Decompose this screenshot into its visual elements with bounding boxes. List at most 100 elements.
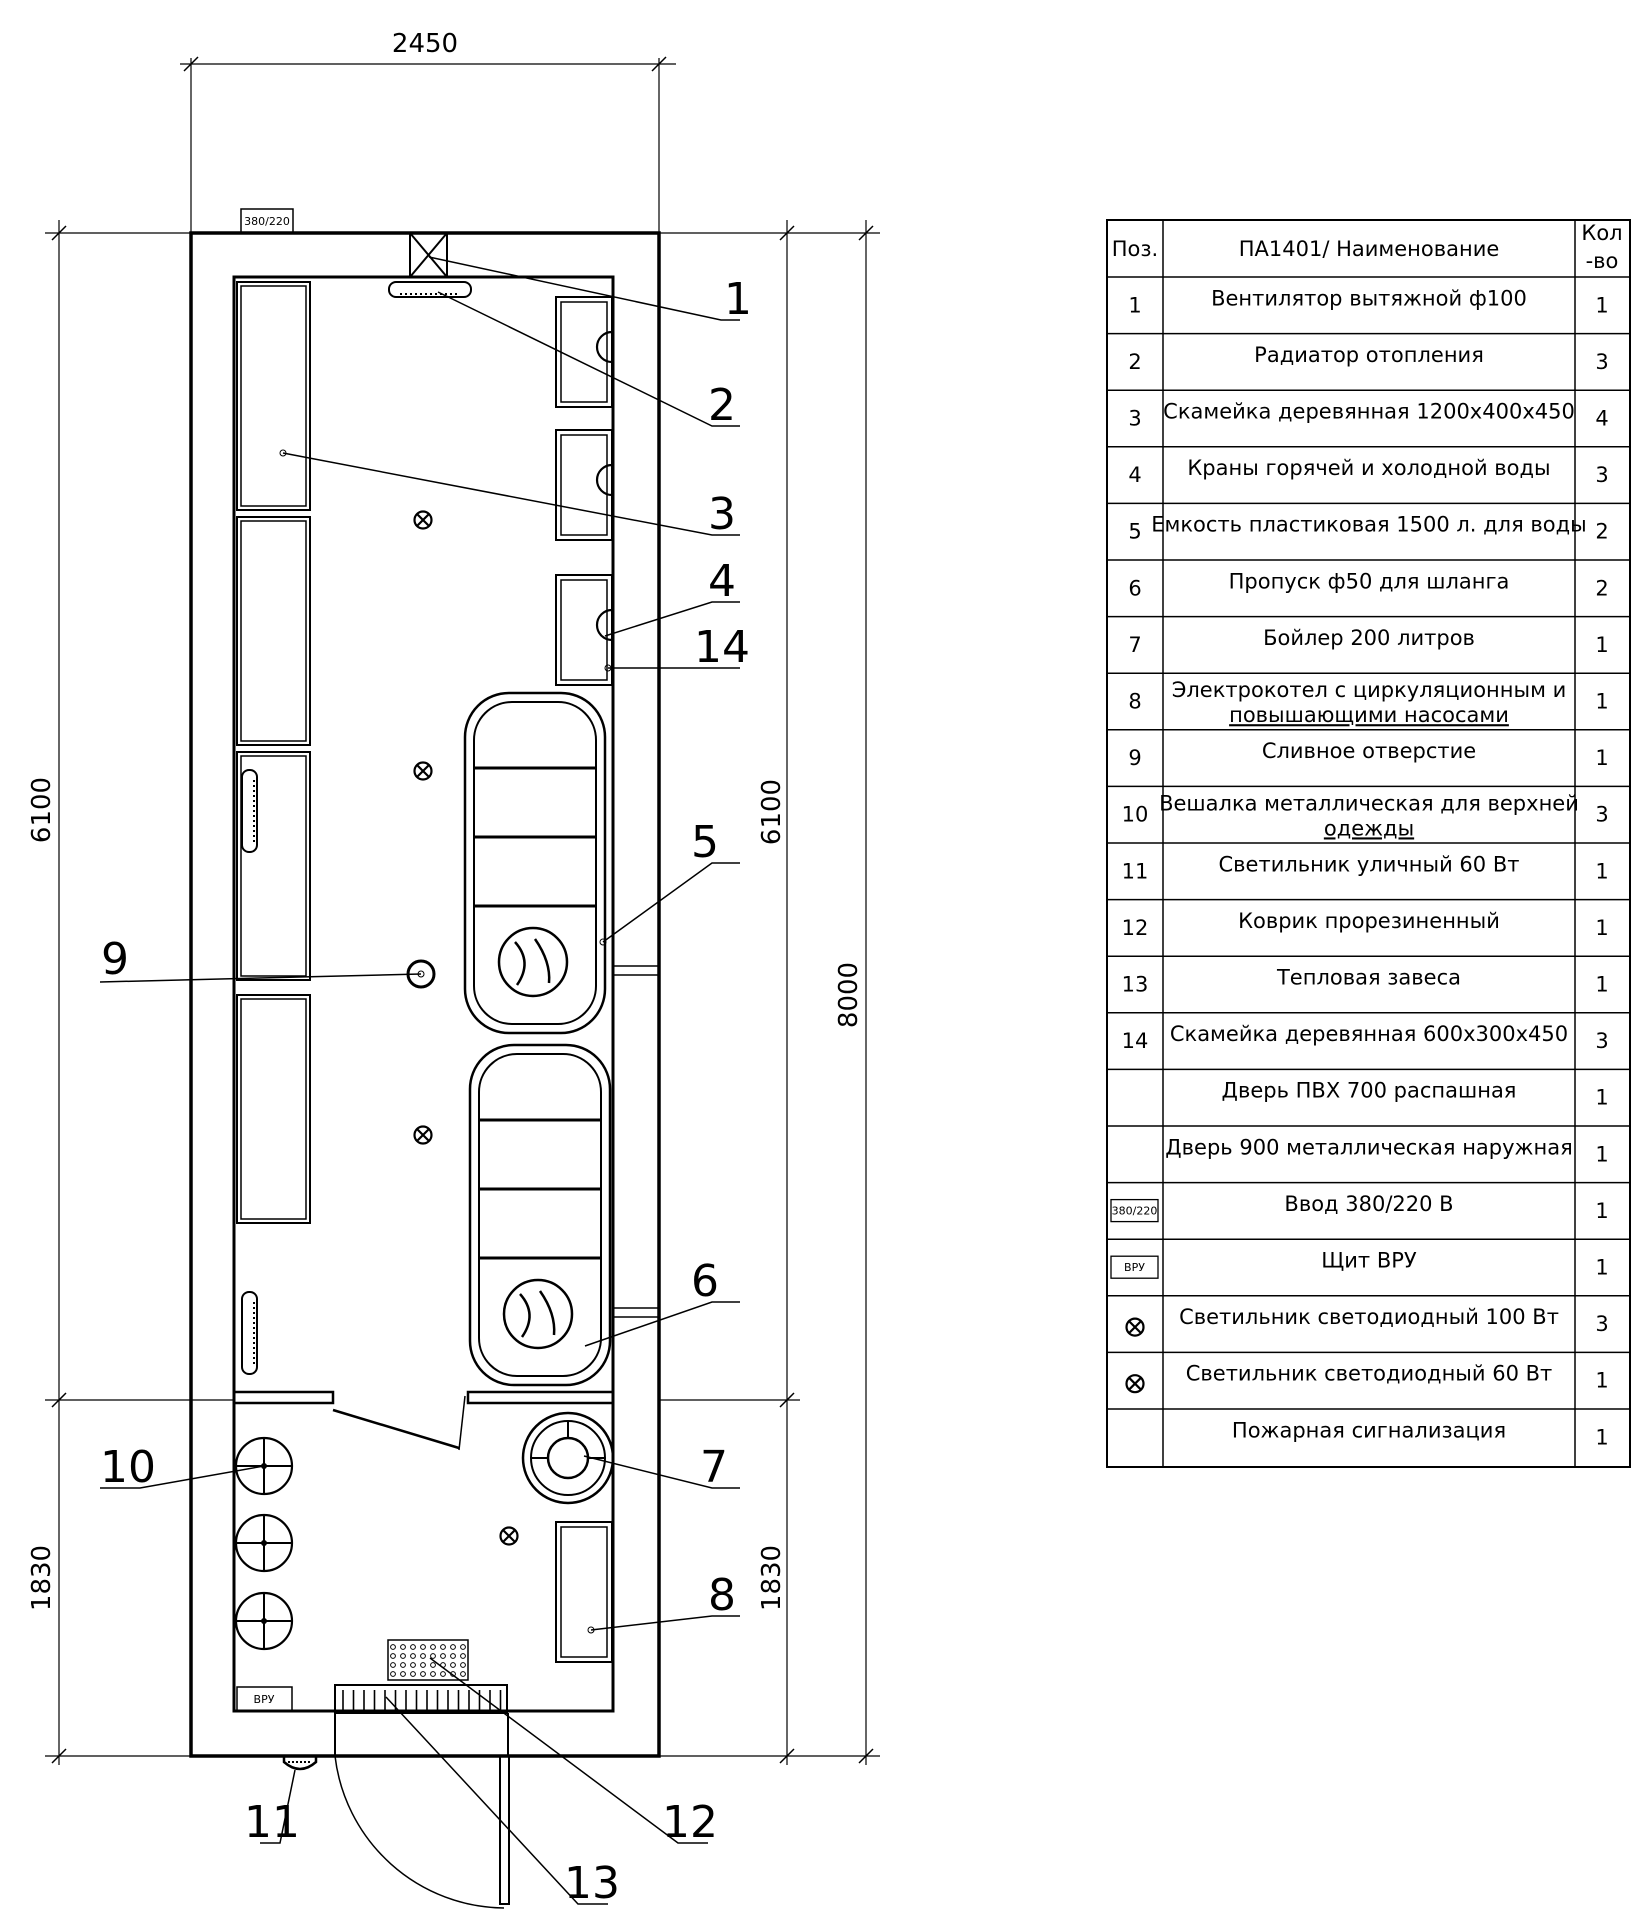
callout-5: 5: [691, 817, 719, 868]
table-cell-qty: 2: [1595, 576, 1608, 600]
table-cell-qty: 3: [1595, 1029, 1608, 1053]
callout-6: 6: [691, 1256, 719, 1307]
table-cell-qty: 1: [1595, 1425, 1608, 1449]
dimension-left: 6100 1830: [27, 220, 233, 1765]
table-row: ВРУ Щит ВРУ 1: [1110, 1249, 1609, 1280]
table-cell-name: Светильник светодиодный 100 Вт: [1179, 1305, 1559, 1329]
rubber-mat-dots: [390, 1644, 466, 1677]
table-cell-name: Щит ВРУ: [1321, 1249, 1417, 1273]
interior-door-leaf: [332, 1408, 460, 1450]
led-lamp-icon: [413, 510, 433, 530]
table-cell-qty: 1: [1595, 916, 1608, 940]
table-cell-pos: ВРУ: [1124, 1261, 1145, 1274]
led-lamp-icon: [413, 761, 433, 781]
table-cell-qty: 1: [1595, 973, 1608, 997]
table-cell-qty: 3: [1595, 350, 1608, 374]
dim-left-6100: 6100: [27, 777, 57, 843]
panel-vru-label: ВРУ: [254, 1693, 275, 1706]
table-cell-pos: 1: [1128, 293, 1141, 317]
table-cell-qty: 1: [1595, 1256, 1608, 1280]
table-cell-pos: 3: [1128, 407, 1141, 431]
dimension-right: 6100 1830 8000: [659, 220, 880, 1765]
table-cell-name: Коврик прорезиненный: [1238, 909, 1500, 933]
panel-vru-box: [1110, 1255, 1159, 1279]
hose-pass: [612, 1307, 660, 1318]
table-cell-pos: 14: [1122, 1029, 1149, 1053]
radiator-icon: [388, 281, 472, 298]
table-cell-name: Емкость пластиковая 1500 л. для воды: [1151, 513, 1586, 537]
table-cell-qty: 4: [1595, 407, 1608, 431]
coat-hanger-icon: [234, 1513, 294, 1573]
radiator-icon: [241, 769, 258, 853]
table-header-qty-2: -во: [1586, 249, 1619, 273]
led-lamp-icon: [413, 1125, 433, 1145]
table-cell-qty: 2: [1595, 520, 1608, 544]
callout-4: 4: [708, 556, 736, 607]
table-cell-pos: 2: [1128, 350, 1141, 374]
table-cell-pos: 5: [1128, 520, 1141, 544]
table-cell-qty: 1: [1595, 293, 1608, 317]
partition-right: [466, 1390, 613, 1405]
bench-small-right: [555, 296, 613, 686]
table-cell-pos: 12: [1122, 916, 1149, 940]
table-cell-name: Сливное отверстие: [1262, 739, 1476, 763]
exhaust-fan-icon: [409, 232, 448, 278]
table-cell-qty: 3: [1595, 463, 1608, 487]
table-cell-qty: 1: [1595, 1199, 1608, 1223]
callout-numbers: 1 2 3 4 14 5 9 6 10 7 8 11 12 13: [100, 274, 752, 1909]
table-cell-qty: 1: [1595, 746, 1608, 770]
table-cell-name: Радиатор отопления: [1254, 343, 1484, 367]
led-lamp-icon: [1125, 1317, 1145, 1337]
table-cell-name: Дверь ПВХ 700 распашная: [1222, 1079, 1517, 1103]
callout-11: 11: [244, 1797, 300, 1848]
callout-14: 14: [694, 622, 750, 673]
led-lamp-icon: [499, 1526, 519, 1546]
table-row: Светильник светодиодный 100 Вт 3: [1125, 1305, 1609, 1337]
table-row: 14 Скамейка деревянная 600х300х450 3: [1122, 1022, 1609, 1053]
callout-2: 2: [708, 380, 736, 431]
table-cell-name: Скамейка деревянная 600х300х450: [1170, 1022, 1568, 1046]
table-cell-qty: 1: [1595, 1369, 1608, 1393]
boiler-icon: [521, 1411, 615, 1505]
entrance-door-swing: [334, 1755, 505, 1909]
callout-10: 10: [100, 1442, 156, 1493]
leader-lines: [99, 256, 740, 1905]
led-lamp-icon: [1125, 1374, 1145, 1394]
table-cell-name: Скамейка деревянная 1200х400х450: [1163, 400, 1575, 424]
interior-door-arc: [458, 1395, 466, 1451]
power-input-box: [1110, 1198, 1159, 1223]
table-cell-name: Ввод 380/220 В: [1284, 1192, 1453, 1216]
callout-12: 12: [662, 1797, 718, 1848]
table-cell-pos: 13: [1122, 973, 1149, 997]
callout-13: 13: [564, 1858, 620, 1909]
table-cell-qty: 3: [1595, 1312, 1608, 1336]
table-cell-qty: 3: [1595, 803, 1608, 827]
panel-vru-box: [236, 1686, 293, 1712]
table-cell-name: Пропуск ф50 для шланга: [1229, 569, 1510, 593]
partition-left: [234, 1390, 335, 1405]
callout-8: 8: [708, 1570, 736, 1621]
callout-1: 1: [724, 274, 752, 325]
thermal-curtain-ticks: [342, 1690, 502, 1711]
table-cell-pos: 8: [1128, 690, 1141, 714]
table-cell-name: Электрокотел с циркуляционным и: [1172, 678, 1567, 702]
table-cell-name: Тепловая завеса: [1276, 966, 1461, 990]
table-cell-pos: 10: [1122, 803, 1149, 827]
table-cell-pos: 4: [1128, 463, 1141, 487]
table-cell-name: Пожарная сигнализация: [1232, 1418, 1506, 1442]
table-cell-pos: 11: [1122, 859, 1149, 883]
entrance-door-leaf: [499, 1755, 510, 1905]
table-row: Пожарная сигнализация 1: [1232, 1418, 1609, 1449]
